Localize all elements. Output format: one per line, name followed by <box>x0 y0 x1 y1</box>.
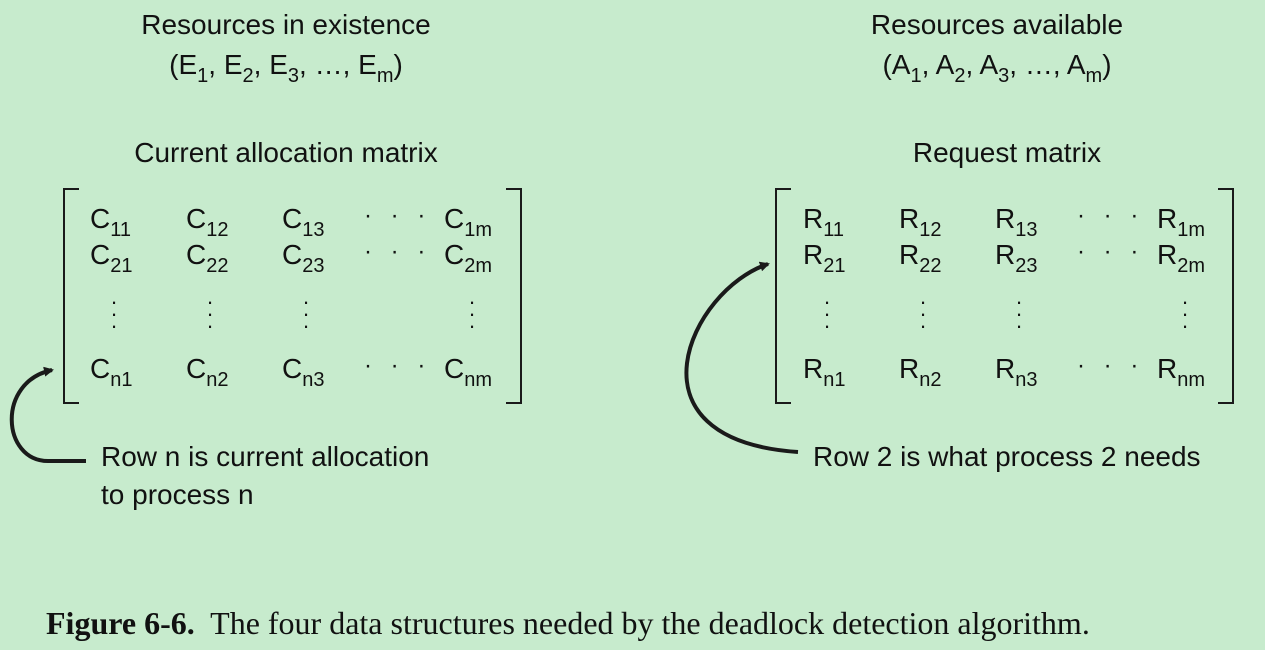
matrix-cell: Rnm <box>1157 353 1206 391</box>
matrix-cell: Cnm <box>444 353 493 391</box>
matrix-cell: R23 <box>995 239 1038 277</box>
matrix-cell: R21 <box>803 239 846 277</box>
matrix-cell: R12 <box>899 203 942 241</box>
matrix-cell: Cn1 <box>90 353 133 391</box>
matrix-cell: R1m <box>1157 203 1206 241</box>
matrix-cell: Rn3 <box>995 353 1038 391</box>
row-ellipsis: · · · <box>364 238 432 265</box>
matrix-cell: Cn2 <box>186 353 229 391</box>
matrix-cell: R22 <box>899 239 942 277</box>
matrix-cell: C22 <box>186 239 229 277</box>
allocation-row-arrow <box>9 366 86 463</box>
matrix-cell: C11 <box>90 203 131 241</box>
matrix-cell: C12 <box>186 203 229 241</box>
request-matrix-title: Request matrix <box>912 137 1102 168</box>
request-row-arrow <box>684 261 799 454</box>
matrix-cell: C1m <box>444 203 493 241</box>
column-vdots: ··· <box>468 289 476 338</box>
row-ellipsis: · · · <box>364 352 432 379</box>
row-ellipsis: · · · <box>1077 352 1145 379</box>
column-vdots: ··· <box>206 289 214 338</box>
existence-vector: (E1, E2, E3, …, Em) <box>169 49 403 87</box>
figure-caption: Figure 6-6. The four data structures nee… <box>46 605 1090 642</box>
matrix-cell: C2m <box>444 239 493 277</box>
left-bracket <box>775 188 791 404</box>
column-vdots: ··· <box>919 289 927 338</box>
allocation-note-line1: Row n is current allocation <box>101 441 430 472</box>
allocation-note: Row n is current allocation to process n <box>101 438 429 514</box>
allocation-note-line2: to process n <box>101 479 254 510</box>
matrix-cell: R11 <box>803 203 844 241</box>
available-vector: (A1, A2, A3, …, Am) <box>882 49 1112 87</box>
matrix-cell: Rn2 <box>899 353 942 391</box>
available-title: Resources available <box>870 9 1124 40</box>
column-vdots: ··· <box>823 289 831 338</box>
matrix-cell: R2m <box>1157 239 1206 277</box>
allocation-matrix-title: Current allocation matrix <box>134 137 438 168</box>
left-bracket <box>63 188 79 404</box>
right-bracket <box>506 188 522 404</box>
matrix-cell: C13 <box>282 203 325 241</box>
figure-text: The four data structures needed by the d… <box>210 605 1090 641</box>
column-vdots: ··· <box>110 289 118 338</box>
row-ellipsis: · · · <box>1077 238 1145 265</box>
column-vdots: ··· <box>1181 289 1189 338</box>
matrix-cell: C21 <box>90 239 133 277</box>
column-vdots: ··· <box>1015 289 1023 338</box>
figure-label: Figure 6-6. <box>46 605 195 641</box>
row-ellipsis: · · · <box>1077 202 1145 229</box>
matrix-cell: R13 <box>995 203 1038 241</box>
request-note: Row 2 is what process 2 needs <box>813 441 1201 472</box>
existence-title: Resources in existence <box>141 9 431 40</box>
matrix-cell: Cn3 <box>282 353 325 391</box>
column-vdots: ··· <box>302 289 310 338</box>
matrix-cell: C23 <box>282 239 325 277</box>
matrix-cell: Rn1 <box>803 353 846 391</box>
right-bracket <box>1218 188 1234 404</box>
row-ellipsis: · · · <box>364 202 432 229</box>
